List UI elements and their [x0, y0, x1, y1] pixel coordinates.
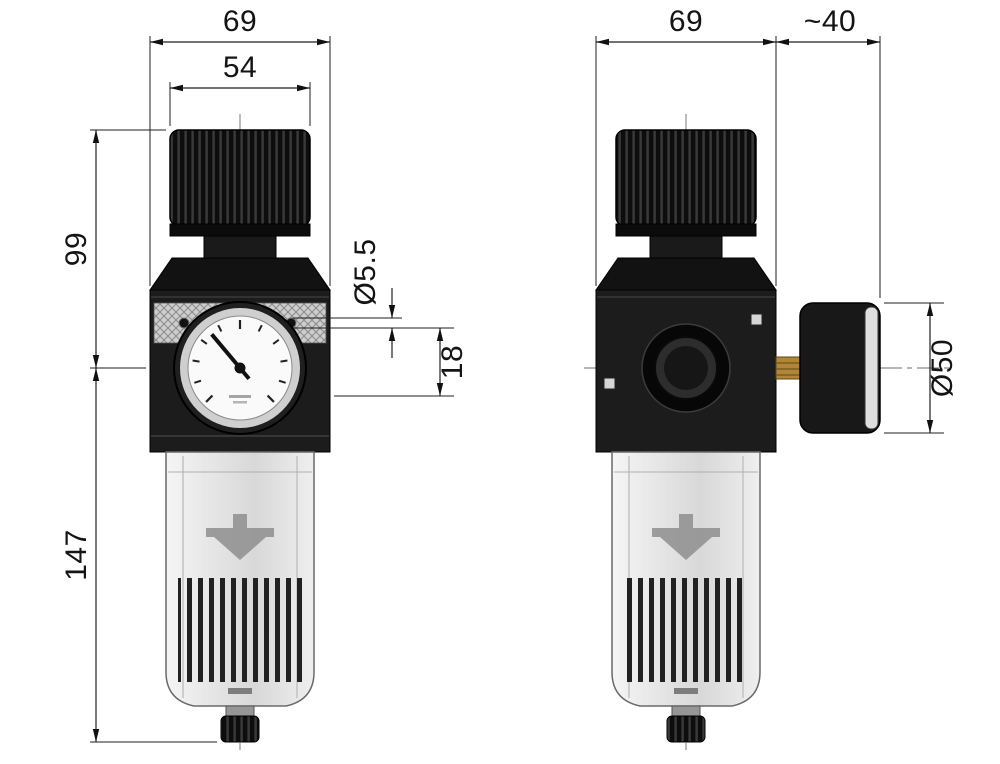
dim-gauge-diameter: Ø50 [884, 302, 959, 434]
dim-label-side-body-width: 69 [669, 5, 703, 38]
side-regulator-bonnet [595, 257, 777, 291]
bowl-baffle [206, 514, 274, 560]
front-regulator-bonnet [149, 257, 331, 291]
dim-label-mounting-hole-offset: 18 [436, 345, 469, 379]
front-drain-valve [220, 705, 260, 743]
front-bowl-bottom-insert [228, 688, 252, 694]
side-knob-lip [615, 223, 757, 237]
side-drain-valve [666, 705, 706, 743]
side-bowl-guard-ribs [624, 578, 748, 682]
dim-label-gauge-depth: ~40 [804, 5, 856, 38]
front-view [149, 129, 331, 743]
dim-label-gauge-diameter: Ø50 [926, 339, 959, 397]
gauge-brass-fitting [775, 356, 801, 380]
pressure-gauge [173, 301, 307, 435]
side-body-square-mark-left [603, 377, 616, 390]
dim-front-upper-height: 99 [60, 129, 166, 369]
dim-label-mounting-hole-diameter: Ø5.5 [349, 238, 382, 305]
gauge-face-marking [229, 395, 251, 398]
dim-label-front-total-width: 69 [223, 5, 257, 38]
dim-label-front-bowl-height: 147 [60, 529, 93, 581]
front-adjustment-knob [169, 129, 311, 227]
dim-label-front-knob-width: 54 [223, 51, 257, 84]
dim-mounting-hole-diameter: Ø5.5 [293, 238, 454, 358]
side-knob-collar [649, 235, 723, 259]
side-adjustment-knob [615, 129, 757, 227]
dim-mounting-hole-offset: 18 [334, 328, 469, 397]
dim-front-total-width: 69 [149, 5, 331, 286]
dim-front-knob-width: 54 [169, 51, 311, 126]
gauge-ticks [192, 320, 288, 404]
front-knob-collar [203, 235, 277, 259]
dim-label-front-upper-height: 99 [60, 232, 93, 266]
mounting-hole-left [178, 317, 190, 329]
side-bowl-baffle [652, 514, 720, 560]
front-bowl-guard-ribs [178, 578, 302, 682]
gauge-face-marking-2 [233, 401, 247, 404]
side-bowl-bottom-insert [674, 688, 698, 694]
dim-gauge-depth: ~40 [776, 5, 881, 298]
side-gauge-assembly [775, 302, 881, 434]
side-port [641, 323, 731, 413]
gauge-hub [234, 362, 246, 374]
side-body-square-mark-right [750, 313, 763, 326]
side-gauge-housing [799, 302, 881, 434]
dim-front-bowl-height: 147 [60, 368, 217, 743]
dim-side-body-width: 69 [595, 5, 777, 286]
side-gauge-dial-edge [864, 306, 879, 430]
side-view [595, 129, 881, 743]
front-knob-lip [169, 223, 311, 237]
